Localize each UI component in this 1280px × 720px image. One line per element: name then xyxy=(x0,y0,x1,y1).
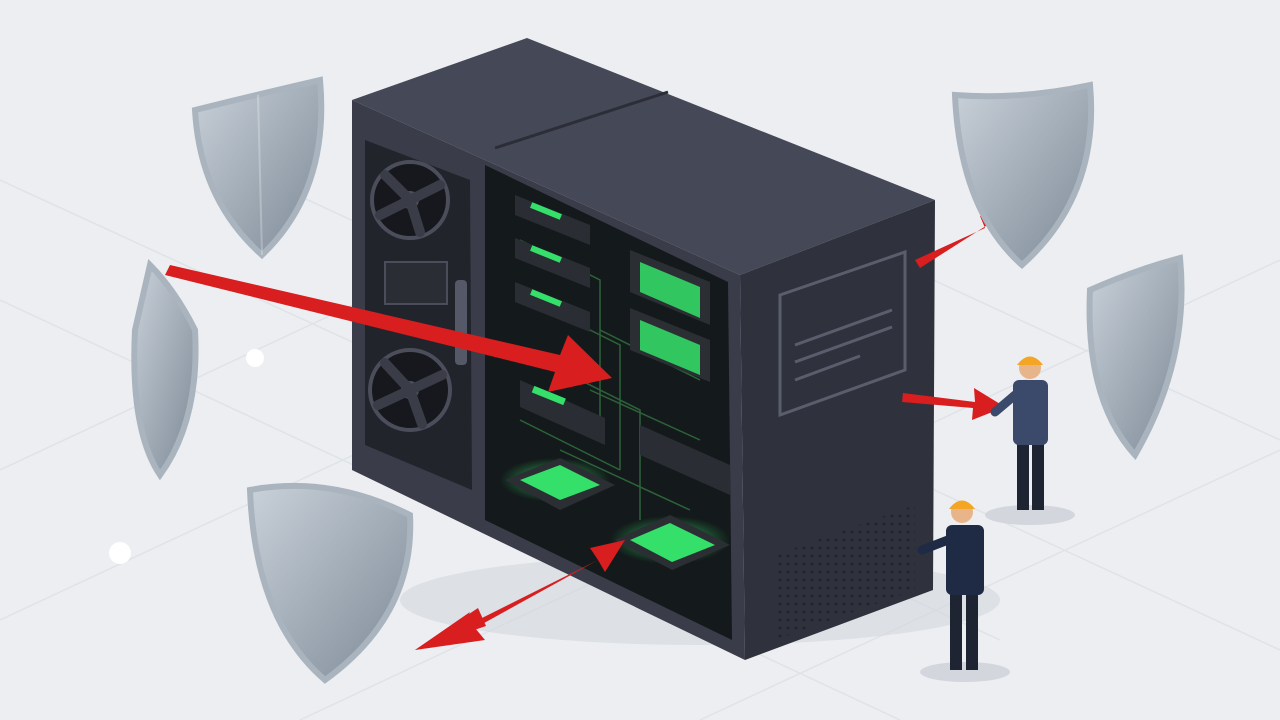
floor-dot xyxy=(109,542,131,564)
fan-icon xyxy=(368,348,452,432)
shield-icon xyxy=(246,482,414,684)
shield-icon xyxy=(191,76,325,260)
technician-figure xyxy=(917,500,1010,682)
attack-arrow xyxy=(165,265,612,392)
hardhat-icon xyxy=(949,500,975,509)
processor-chip xyxy=(500,458,615,510)
expansion-card xyxy=(520,380,605,445)
drive-handle xyxy=(455,280,467,365)
shield-icon xyxy=(1086,254,1185,461)
outbound-arrow xyxy=(902,388,1005,420)
shield-icon xyxy=(951,81,1095,270)
memory-chip xyxy=(630,250,710,325)
io-panel xyxy=(384,261,448,305)
technician-figure xyxy=(985,356,1075,525)
memory-chip xyxy=(630,308,710,382)
ram-module xyxy=(515,282,590,332)
vent-grille xyxy=(775,505,915,640)
shield-icon xyxy=(131,259,199,481)
ram-module xyxy=(515,195,590,245)
hardhat-icon xyxy=(1017,356,1043,365)
fan-bay xyxy=(365,140,472,490)
attack-arrow xyxy=(415,540,625,650)
ram-module xyxy=(515,238,590,288)
processor-chip xyxy=(610,515,730,570)
fan-icon xyxy=(370,160,450,240)
heatsink xyxy=(640,425,730,495)
case-top xyxy=(352,38,935,275)
side-panel-label xyxy=(778,249,907,418)
floor-dot xyxy=(246,349,264,367)
